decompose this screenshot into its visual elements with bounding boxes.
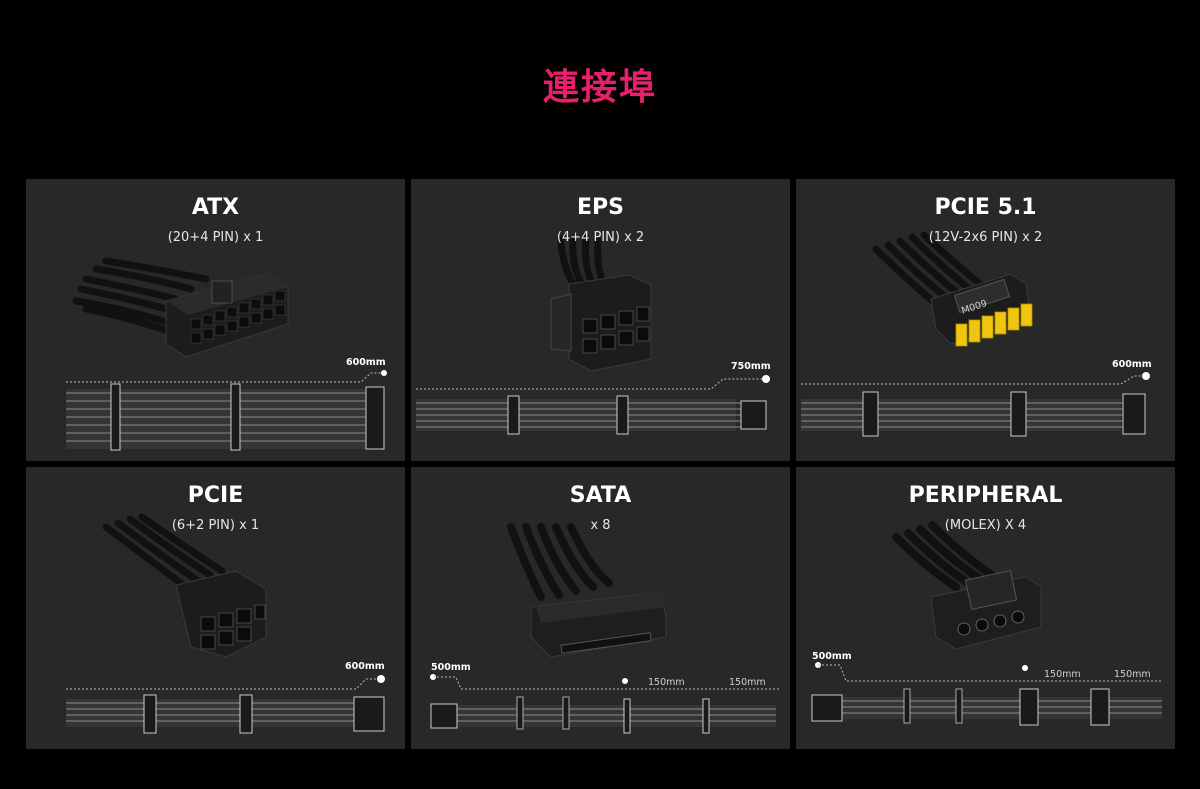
connector-title: SATA	[569, 483, 632, 508]
atx-connector-image: 600mm	[66, 257, 387, 451]
connector-spec: (MOLEX) X 4	[944, 518, 1027, 533]
atx-length-label: 600mm	[346, 357, 386, 368]
molex-connector-image: 500mm 150mm 150mm	[811, 521, 1162, 726]
connector-title: PCIE 5.1	[934, 195, 1037, 220]
connector-card-eps: 750mm EPS (4+4 PIN) x 2	[411, 179, 790, 461]
page-title: 連接埠	[542, 67, 657, 108]
connector-spec: x 8	[590, 518, 611, 533]
connector-spec: (4+4 PIN) x 2	[556, 230, 645, 245]
pcie51-connector-image: M009 600mm	[801, 231, 1152, 437]
sata-length-label-2: 150mm	[729, 677, 766, 688]
sata-length-label-1: 150mm	[648, 677, 685, 688]
sata-length-label-main: 500mm	[431, 662, 471, 673]
connector-card-atx: 600mm ATX (20+4 PIN) x 1	[26, 179, 405, 461]
eps-connector-image: 750mm	[416, 235, 771, 435]
connector-card-pcie: 600mm PCIE (6+2 PIN) x 1	[26, 467, 405, 749]
connector-card-peripheral: 500mm 150mm 150mm PERIPHERAL (MOLEX) X 4	[796, 467, 1175, 749]
connector-title: ATX	[191, 195, 240, 220]
connector-title: EPS	[577, 195, 624, 220]
connector-title: PCIE	[187, 483, 244, 508]
pcie51-length-label: 600mm	[1112, 359, 1152, 370]
connector-spec: (20+4 PIN) x 1	[167, 230, 264, 245]
eps-length-label: 750mm	[731, 361, 771, 372]
connector-spec: (6+2 PIN) x 1	[171, 518, 260, 533]
connector-card-pcie51: M009 600mm PCIE 5.1 (12V-2x6 PIN) x 2	[796, 179, 1175, 461]
connector-card-sata: 500mm 150mm 150mm SATA x 8	[411, 467, 790, 749]
peripheral-length-label-2: 150mm	[1114, 669, 1151, 680]
pcie-length-label: 600mm	[345, 661, 385, 672]
sata-connector-image: 500mm 150mm 150mm	[430, 523, 781, 734]
pcie-connector-image: 600mm	[66, 513, 385, 734]
peripheral-length-label-1: 150mm	[1044, 669, 1081, 680]
connector-spec: (12V-2x6 PIN) x 2	[928, 230, 1043, 245]
connector-title: PERIPHERAL	[908, 483, 1063, 508]
peripheral-length-label-main: 500mm	[812, 651, 852, 662]
